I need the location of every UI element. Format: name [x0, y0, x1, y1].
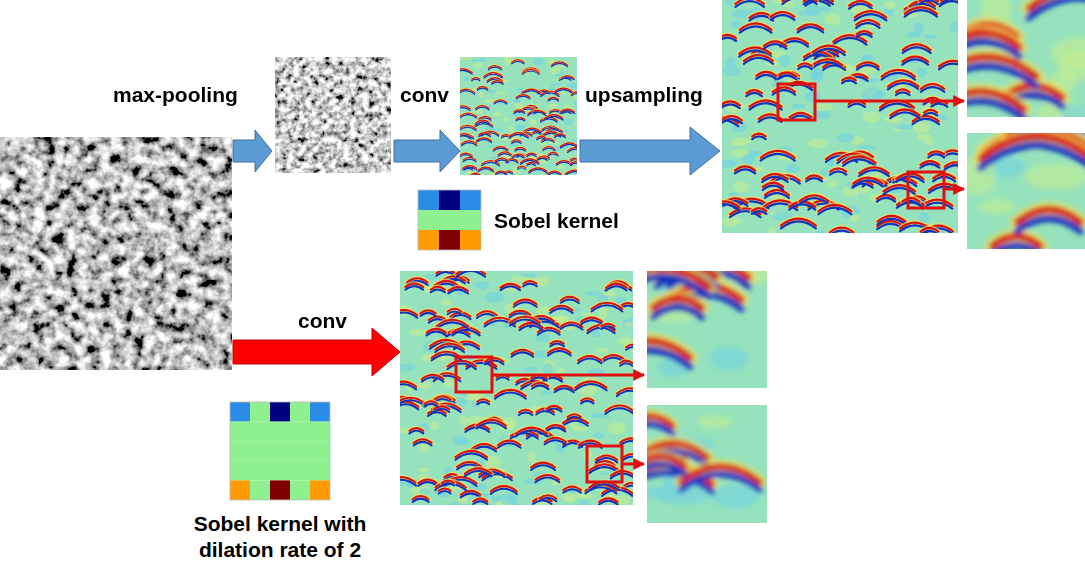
- operation-label: conv: [400, 82, 449, 108]
- operation-label: max-pooling: [113, 82, 238, 108]
- operation-label: upsampling: [585, 82, 703, 108]
- operation-label: conv: [298, 308, 347, 334]
- kernel-label: Sobel kernel with dilation rate of 2: [160, 511, 400, 564]
- crowd-photo: [0, 57, 391, 370]
- feature-map: [386, 0, 1085, 523]
- zoom-callout: [456, 84, 964, 482]
- flow-arrow: [233, 127, 720, 376]
- kernel-label: Sobel kernel: [494, 208, 619, 234]
- kernel-grid: [230, 190, 481, 500]
